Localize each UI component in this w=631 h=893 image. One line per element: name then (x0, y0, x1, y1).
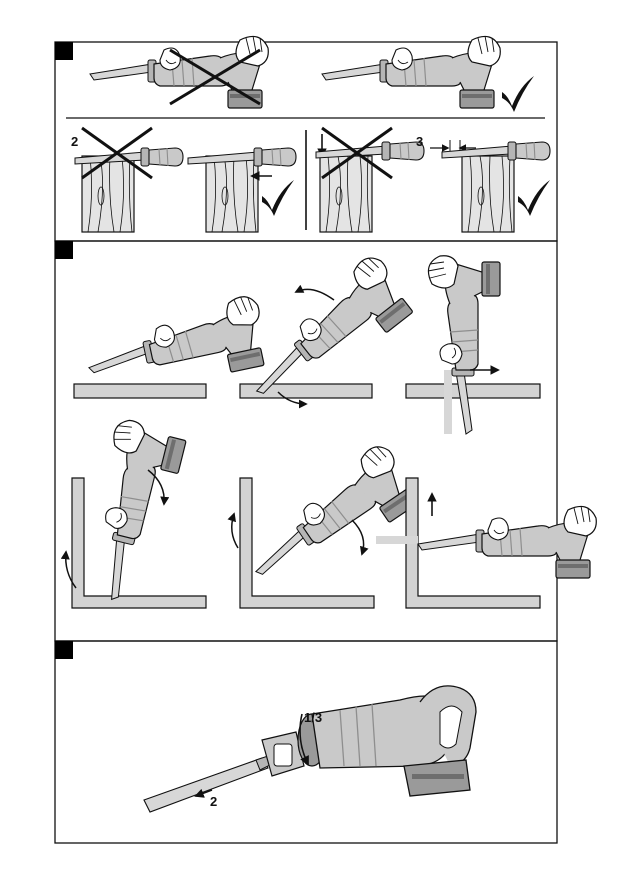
rotation-label: 1/3 (304, 710, 322, 725)
scene-corner-horizontal (376, 478, 596, 608)
scene-corner-angled (232, 440, 423, 608)
check-mark-icon (262, 180, 294, 216)
scene-correct-grip (322, 36, 534, 112)
scene-wrong-blade-contact (316, 128, 424, 232)
scene-correct-shoe-contact (188, 148, 296, 232)
saw-blade (144, 758, 268, 812)
check-mark-icon (518, 180, 550, 216)
blade-step-label: 2 (210, 794, 217, 809)
blade-change-illustration: 1/3 2 (144, 686, 476, 812)
panel-2 (55, 241, 596, 641)
scene-correct-blade-gap: 3 (416, 134, 550, 232)
check-mark-icon (502, 76, 534, 112)
panel-3: 1/3 2 (55, 641, 557, 843)
scene-plunge-through (406, 256, 540, 434)
scene-corner-vertical (66, 417, 206, 608)
panel-1: 2 3 (55, 36, 557, 241)
panel-3-marker (55, 641, 73, 659)
panel-1-marker (55, 42, 73, 60)
scene-wrong-shoe-contact: 2 (71, 128, 183, 232)
scene-wrong-grip (90, 36, 268, 108)
scene-plunge-tilt (233, 251, 418, 418)
step-label-2: 2 (71, 134, 78, 149)
panel-2-marker (55, 241, 73, 259)
step-label-3: 3 (416, 134, 423, 149)
